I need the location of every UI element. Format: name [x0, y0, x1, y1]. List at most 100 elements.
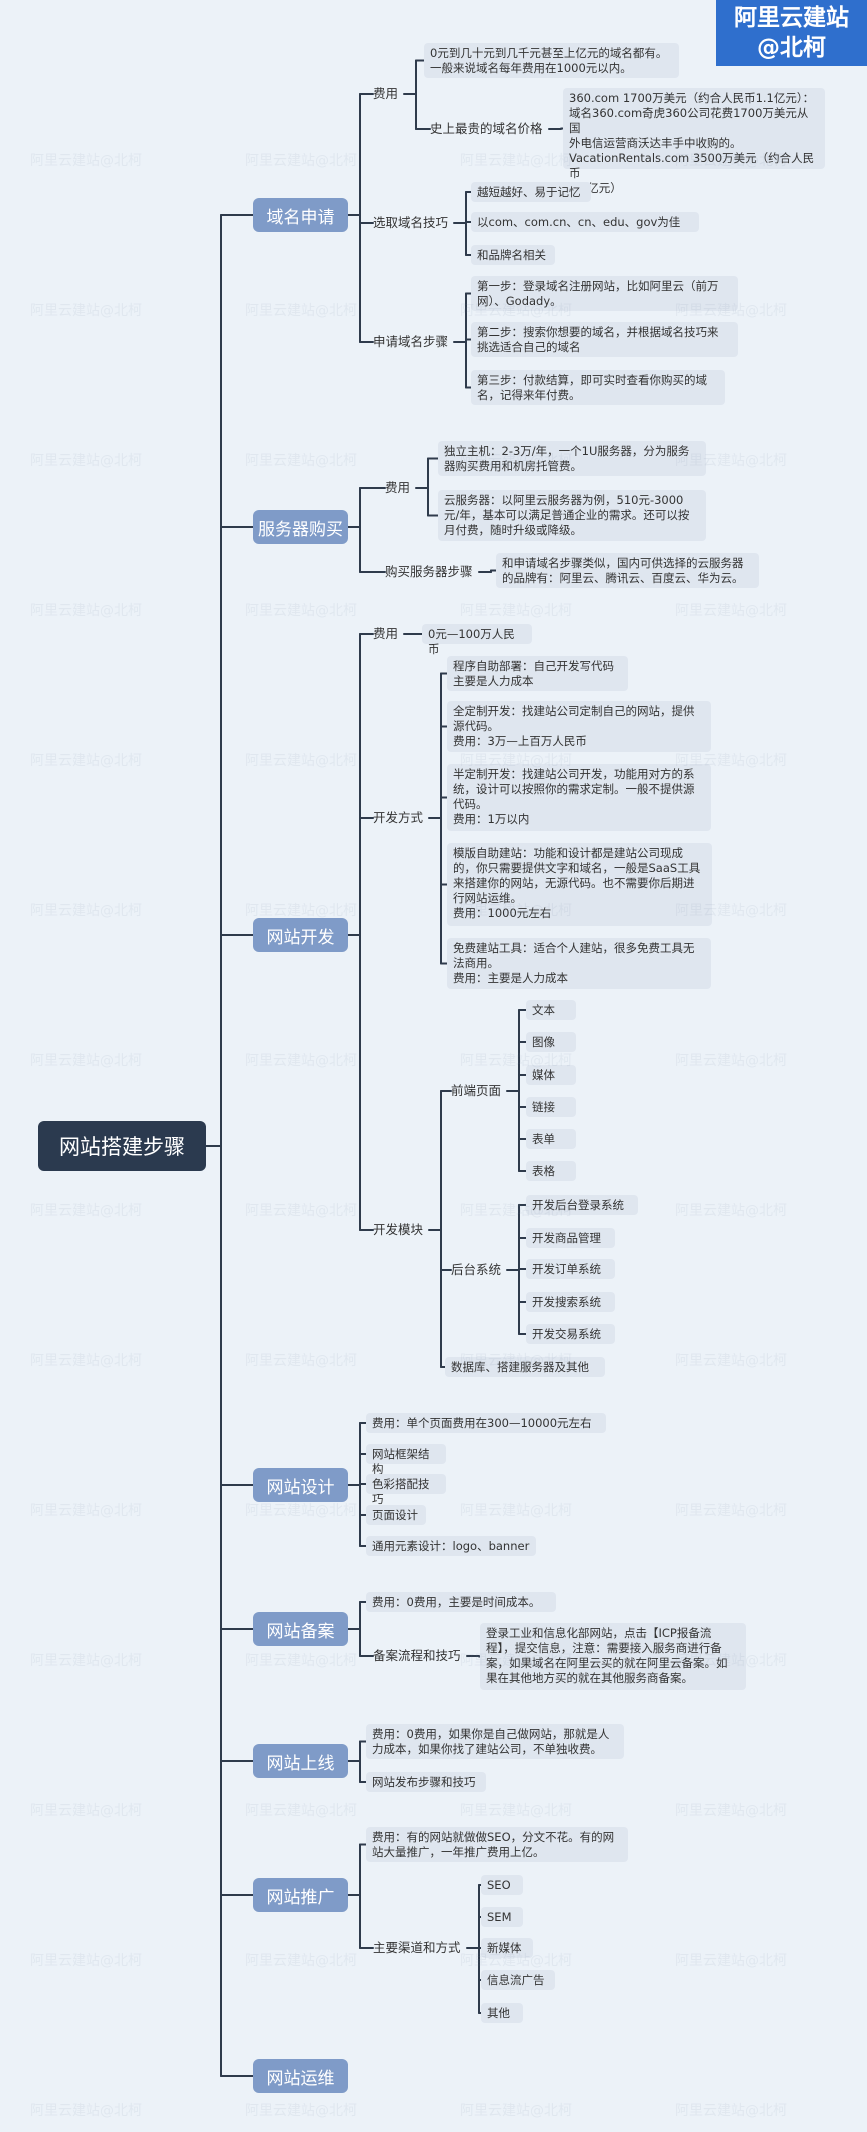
watermark-text: 阿里云建站@北柯: [30, 1503, 142, 1519]
main-branch-node: 网站推广: [253, 1878, 348, 1912]
watermark-text: 阿里云建站@北柯: [245, 1353, 357, 1369]
brand-badge: 阿里云建站 @北柯: [716, 0, 867, 66]
leaf-node: 越短越好、易于记忆: [471, 182, 591, 202]
watermark-text: 阿里云建站@北柯: [245, 1803, 357, 1819]
watermark-text: 阿里云建站@北柯: [245, 2103, 357, 2119]
watermark-text: 阿里云建站@北柯: [30, 303, 142, 319]
leaf-node: 数据库、搭建服务器及其他: [445, 1357, 605, 1377]
leaf-node: 第二步：搜索你想要的域名，并根据域名技巧来 挑选适合自己的域名: [471, 322, 738, 357]
leaf-node: 程序自助部署：自己开发写代码 主要是人力成本: [447, 656, 628, 691]
leaf-node: 文本: [526, 1000, 576, 1020]
sub-node-label: 选取域名技巧: [373, 215, 449, 230]
watermark-text: 阿里云建站@北柯: [675, 603, 787, 619]
main-branch-node: 网站运维: [253, 2059, 348, 2093]
watermark-text: 阿里云建站@北柯: [245, 1203, 357, 1219]
leaf-node: 开发后台登录系统: [526, 1195, 638, 1215]
sub-node-label: 购买服务器步骤: [385, 564, 473, 579]
watermark-text: 阿里云建站@北柯: [30, 1653, 142, 1669]
leaf-node: 费用：有的网站就做做SEO，分文不花。有的网 站大量推广，一年推广费用上亿。: [366, 1827, 628, 1862]
main-branch-node: 服务器购买: [253, 510, 348, 544]
leaf-node: 费用：单个页面费用在300—10000元左右: [366, 1413, 606, 1433]
watermark-text: 阿里云建站@北柯: [30, 153, 142, 169]
watermark-text: 阿里云建站@北柯: [245, 603, 357, 619]
watermark-text: 阿里云建站@北柯: [460, 1803, 572, 1819]
watermark-text: 阿里云建站@北柯: [30, 1803, 142, 1819]
leaf-node: 半定制开发：找建站公司开发，功能用对方的系 统，设计可以按照你的需求定制。一般不…: [447, 764, 711, 831]
watermark-text: 阿里云建站@北柯: [675, 1203, 787, 1219]
leaf-node: 开发商品管理: [526, 1228, 615, 1248]
brand-handle: @北柯: [757, 35, 826, 61]
leaf-node: 链接: [526, 1097, 576, 1117]
leaf-node: 0元—100万人民币: [422, 624, 532, 656]
sub-node-label: 备案流程和技巧: [373, 1648, 461, 1663]
watermark-text: 阿里云建站@北柯: [245, 753, 357, 769]
sub-node-label: 申请域名步骤: [373, 334, 449, 349]
watermark-text: 阿里云建站@北柯: [460, 603, 572, 619]
watermark-text: 阿里云建站@北柯: [460, 1503, 572, 1519]
leaf-node: 免费建站工具：适合个人建站，很多免费工具无 法商用。 费用：主要是人力成本: [447, 938, 711, 989]
leaf-node: 开发搜索系统: [526, 1292, 615, 1312]
leaf-node: 通用元素设计：logo、banner: [366, 1536, 536, 1556]
leaf-node: 网站框架结构: [366, 1444, 446, 1476]
leaf-node: 表格: [526, 1161, 576, 1181]
sub-node-label: 开发方式: [373, 810, 424, 825]
leaf-node: 开发订单系统: [526, 1259, 615, 1279]
leaf-node: 费用：0费用，如果你是自己做网站，那就是人 力成本，如果你找了建站公司，不单独收…: [366, 1724, 624, 1759]
root-node: 网站搭建步骤: [38, 1121, 206, 1171]
sub-node-label: 前端页面: [451, 1083, 502, 1098]
leaf-node: 登录工业和信息化部网站，点击【ICP报备流 程】，提交信息，注意：需要接入服务商…: [480, 1623, 746, 1690]
leaf-node: 模版自助建站：功能和设计都是建站公司现成 的，你只需要提供文字和域名，一般是Sa…: [447, 843, 712, 926]
watermark-text: 阿里云建站@北柯: [245, 1953, 357, 1969]
leaf-node: 云服务器：以阿里云服务器为例，510元-3000 元/年，基本可以满足普通企业的…: [438, 490, 706, 541]
watermark-text: 阿里云建站@北柯: [30, 1953, 142, 1969]
leaf-node: SEO: [481, 1875, 523, 1895]
watermark-text: 阿里云建站@北柯: [245, 153, 357, 169]
watermark-text: 阿里云建站@北柯: [675, 2103, 787, 2119]
leaf-node: 色彩搭配技巧: [366, 1474, 446, 1506]
watermark-text: 阿里云建站@北柯: [245, 903, 357, 919]
watermark-text: 阿里云建站@北柯: [675, 1353, 787, 1369]
watermark-text: 阿里云建站@北柯: [675, 1803, 787, 1819]
leaf-node: 全定制开发：找建站公司定制自己的网站，提供 源代码。 费用：3万—上百万人民币: [447, 701, 711, 752]
watermark-text: 阿里云建站@北柯: [30, 453, 142, 469]
watermark-text: 阿里云建站@北柯: [30, 603, 142, 619]
watermark-text: 阿里云建站@北柯: [460, 153, 572, 169]
sub-node-label: 费用: [373, 86, 399, 101]
watermark-text: 阿里云建站@北柯: [460, 2103, 572, 2119]
watermark-text: 阿里云建站@北柯: [30, 1353, 142, 1369]
leaf-node: 第三步：付款结算，即可实时查看你购买的域 名，记得来年付费。: [471, 370, 725, 405]
main-branch-node: 网站备案: [253, 1612, 348, 1646]
leaf-node: 第一步：登录域名注册网站，比如阿里云（前万 网）、Godady。: [471, 276, 738, 311]
main-branch-node: 网站设计: [253, 1468, 348, 1502]
watermark-text: 阿里云建站@北柯: [245, 1653, 357, 1669]
sub-node-label: 费用: [373, 626, 399, 641]
leaf-node: 其他: [481, 2003, 523, 2023]
sub-node-label: 费用: [385, 480, 411, 495]
leaf-node: 新媒体: [481, 1938, 533, 1958]
leaf-node: 0元到几十元到几千元甚至上亿元的域名都有。 一般来说域名每年费用在1000元以内…: [424, 43, 679, 78]
watermark-text: 阿里云建站@北柯: [30, 903, 142, 919]
leaf-node: 和申请域名步骤类似，国内可供选择的云服务器 的品牌有：阿里云、腾讯云、百度云、华…: [496, 553, 759, 588]
main-branch-node: 网站上线: [253, 1744, 348, 1778]
leaf-node: 以com、com.cn、cn、edu、gov为佳: [471, 212, 699, 232]
watermark-text: 阿里云建站@北柯: [245, 1503, 357, 1519]
watermark-text: 阿里云建站@北柯: [245, 453, 357, 469]
sub-node-label: 后台系统: [451, 1262, 502, 1277]
sub-node-label: 史上最贵的域名价格: [430, 121, 543, 136]
sub-node-label: 开发模块: [373, 1222, 424, 1237]
watermark-text: 阿里云建站@北柯: [30, 753, 142, 769]
watermark-text: 阿里云建站@北柯: [245, 1053, 357, 1069]
leaf-node: 费用：0费用，主要是时间成本。: [366, 1592, 556, 1612]
leaf-node: 媒体: [526, 1065, 576, 1085]
watermark-text: 阿里云建站@北柯: [245, 303, 357, 319]
watermark-text: 阿里云建站@北柯: [30, 2103, 142, 2119]
leaf-node: 信息流广告: [481, 1970, 555, 1990]
leaf-node: 独立主机：2-3万/年，一个1U服务器，分为服务 器购买费用和机房托管费。: [438, 441, 706, 476]
watermark-text: 阿里云建站@北柯: [30, 1053, 142, 1069]
leaf-node: 页面设计: [366, 1505, 426, 1525]
brand-name: 阿里云建站: [734, 5, 849, 31]
sub-node-label: 主要渠道和方式: [373, 1940, 461, 1955]
watermark-text: 阿里云建站@北柯: [675, 1503, 787, 1519]
